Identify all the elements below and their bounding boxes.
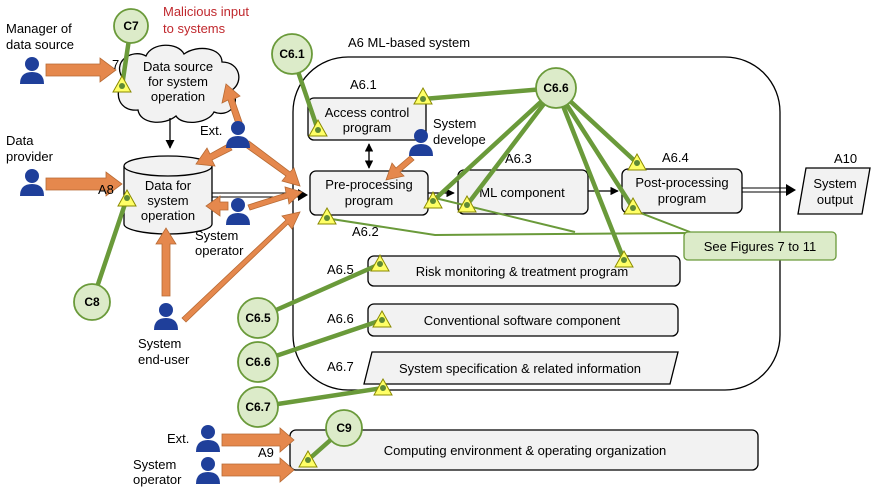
svg-text:C7: C7 (123, 19, 139, 33)
svg-text:C9: C9 (336, 421, 352, 435)
data-for-ops-label-3: operation (141, 208, 195, 223)
control-circle-c6-1: C6.1 (271, 33, 313, 75)
conventional-software-label: Conventional software component (424, 313, 621, 328)
control-circle-c8: C8 (73, 283, 111, 321)
risk-monitoring-label: Risk monitoring & treatment program (416, 264, 628, 279)
ext-bottom-label: Ext. (167, 431, 189, 446)
control-circle-c9: C9 (325, 409, 363, 447)
end-user-label-1: System (138, 336, 181, 351)
a6-title: A6 ML-based system (348, 35, 470, 50)
person-manager-icon (20, 57, 44, 84)
data-source-cloud: Data source for system operation (117, 44, 240, 123)
a6-6-label: A6.6 (327, 311, 354, 326)
postprocessing-label-1: Post-processing (635, 175, 728, 190)
access-control-label-2: program (343, 120, 391, 135)
a10-label: A10 (834, 151, 857, 166)
data-for-ops-label-1: Data for (145, 178, 192, 193)
manager-label-1: Manager of (6, 21, 72, 36)
person-end-user-icon (154, 303, 178, 330)
a6-2-label: A6.2 (352, 224, 379, 239)
person-ext-top-icon (226, 121, 250, 148)
system-operator-mid-label-1: System (195, 228, 238, 243)
preprocessing-label-1: Pre-processing (325, 177, 412, 192)
a7-partial-label: 7 (112, 57, 119, 72)
data-source-label-3: operation (151, 89, 205, 104)
malicious-input-label-1: Malicious input (163, 4, 249, 19)
svg-text:C6.1: C6.1 (279, 47, 305, 61)
computing-environment-box (289, 429, 759, 471)
a9-label: A9 (258, 445, 274, 460)
end-user-label-2: end-user (138, 352, 190, 367)
data-provider-label-2: provider (6, 149, 54, 164)
system-developer-label-2: develope (433, 132, 486, 147)
ext-top-label: Ext. (200, 123, 222, 138)
svg-text:C6.7: C6.7 (245, 400, 271, 414)
person-ext-bottom-icon (196, 425, 220, 452)
system-operator-bottom-label-1: System (133, 457, 176, 472)
a8-partial-label: A8 (98, 182, 114, 197)
a6-1-label: A6.1 (350, 77, 377, 92)
data-for-operation-cylinder: Data for system operation (123, 155, 213, 235)
see-figures-label: See Figures 7 to 11 (704, 239, 817, 254)
see-figures-box (683, 231, 837, 261)
orange-arrows (45, 57, 415, 483)
person-operator-mid-icon (226, 198, 250, 225)
control-circle-c6-6-left: C6.6 (237, 341, 279, 383)
access-control-box (307, 97, 427, 141)
system-specification-label: System specification & related informati… (399, 361, 641, 376)
ml-component-box (457, 169, 589, 215)
computing-environment-label: Computing environment & operating organi… (384, 443, 667, 458)
control-circle-c6-5: C6.5 (237, 297, 279, 339)
control-circle-c6-6-top: C6.6 (535, 67, 577, 109)
a6-5-label: A6.5 (327, 262, 354, 277)
conventional-software-box (367, 303, 679, 337)
svg-text:C8: C8 (84, 295, 100, 309)
system-output-label-1: System (813, 176, 856, 191)
risk-markers (112, 74, 647, 468)
system-developer-label-1: System (433, 116, 476, 131)
a6-7-label: A6.7 (327, 359, 354, 374)
preprocessing-label-2: program (345, 193, 393, 208)
a6-4-label: A6.4 (662, 150, 689, 165)
data-for-ops-label-2: system (147, 193, 188, 208)
manager-label-2: data source (6, 37, 74, 52)
system-operator-bottom-label-2: operator (133, 472, 182, 487)
data-source-label-1: Data source (143, 59, 213, 74)
system-output-shape (797, 167, 871, 215)
a6-3-label: A6.3 (505, 151, 532, 166)
person-data-provider-icon (20, 169, 44, 196)
malicious-input-label-2: to systems (163, 21, 226, 36)
svg-text:C6.5: C6.5 (245, 311, 271, 325)
system-operator-mid-label-2: operator (195, 243, 244, 258)
system-output-label-2: output (817, 192, 854, 207)
system-specification-shape (363, 351, 679, 385)
access-control-label-1: Access control (325, 105, 410, 120)
ml-component-label: ML component (479, 185, 565, 200)
svg-text:C6.6: C6.6 (543, 81, 569, 95)
person-developer-icon (409, 129, 433, 156)
control-circle-c7: C7 (113, 8, 149, 44)
control-circle-c6-7: C6.7 (237, 386, 279, 428)
postprocessing-label-2: program (658, 191, 706, 206)
person-operator-bottom-icon (196, 457, 220, 484)
svg-text:C6.6: C6.6 (245, 355, 271, 369)
data-provider-label-1: Data (6, 133, 34, 148)
data-source-label-2: for system (148, 74, 208, 89)
